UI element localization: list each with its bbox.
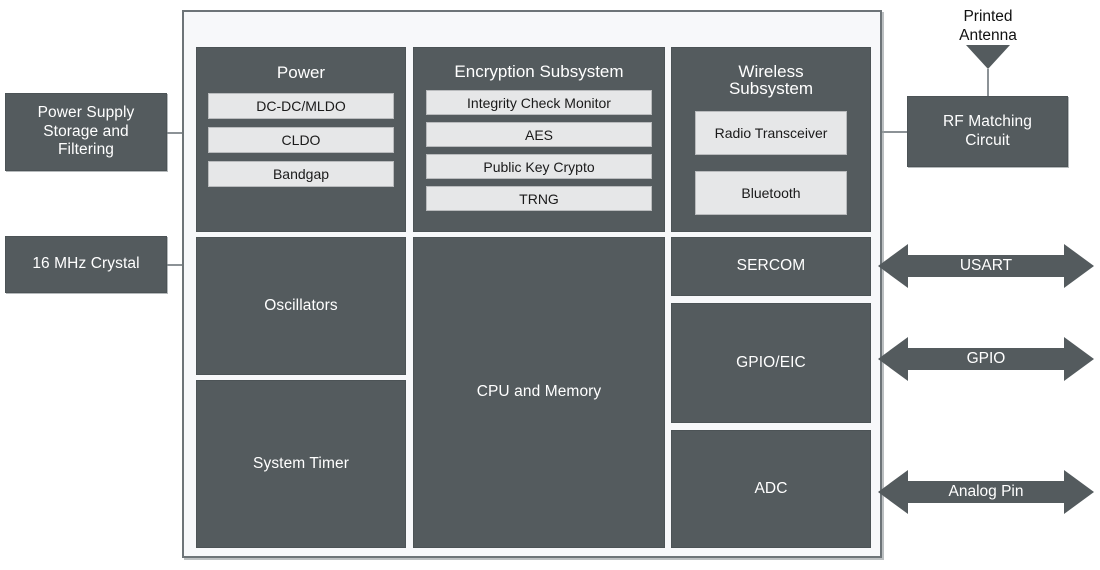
chip-integrity-check-monitor: Integrity Check Monitor — [426, 90, 652, 115]
group-power-title: Power — [276, 63, 326, 82]
io-arrow-usart: USART — [878, 240, 1094, 292]
antenna-icon — [966, 45, 1010, 69]
chip-aes: AES — [426, 122, 652, 147]
io-arrow-gpio-label: GPIO — [966, 350, 1006, 367]
external-block-crystal: 16 MHz Crystal — [5, 236, 167, 293]
chip-bluetooth: Bluetooth — [695, 171, 847, 215]
block-system-timer: System Timer — [196, 380, 406, 548]
external-block-power-supply: Power Supply Storage and Filtering — [5, 93, 167, 171]
io-arrow-analog-pin-label: Analog Pin — [948, 483, 1024, 500]
block-oscillators: Oscillators — [196, 237, 406, 375]
io-arrow-gpio: GPIO — [878, 333, 1094, 385]
external-block-rf-matching-circuit: RF Matching Circuit — [907, 96, 1068, 167]
block-gpio-eic: GPIO/EIC — [671, 303, 871, 423]
chip-trng: TRNG — [426, 186, 652, 211]
printed-antenna-label: Printed Antenna — [959, 8, 1017, 44]
chip-radio-transceiver: Radio Transceiver — [695, 111, 847, 155]
group-encryption-subsystem: Encryption Subsystem Integrity Check Mon… — [413, 47, 665, 232]
chip-dc-dc-mldo: DC-DC/MLDO — [208, 93, 394, 119]
chip-cldo: CLDO — [208, 127, 394, 153]
block-adc: ADC — [671, 430, 871, 548]
group-wireless-subsystem: Wireless Subsystem Radio Transceiver Blu… — [671, 47, 871, 232]
chip-bandgap: Bandgap — [208, 161, 394, 187]
chip-public-key-crypto: Public Key Crypto — [426, 154, 652, 179]
group-wireless-title: Wireless Subsystem — [728, 62, 814, 98]
io-arrow-analog-pin: Analog Pin — [878, 466, 1094, 518]
wire-rf-matching-to-antenna — [987, 69, 989, 97]
block-sercom: SERCOM — [671, 237, 871, 296]
group-encryption-title: Encryption Subsystem — [454, 62, 624, 81]
block-cpu-and-memory: CPU and Memory — [413, 237, 665, 548]
group-power: Power DC-DC/MLDO CLDO Bandgap — [196, 47, 406, 232]
wire-soc-to-rf-matching — [872, 131, 912, 133]
io-arrow-usart-label: USART — [959, 257, 1013, 274]
